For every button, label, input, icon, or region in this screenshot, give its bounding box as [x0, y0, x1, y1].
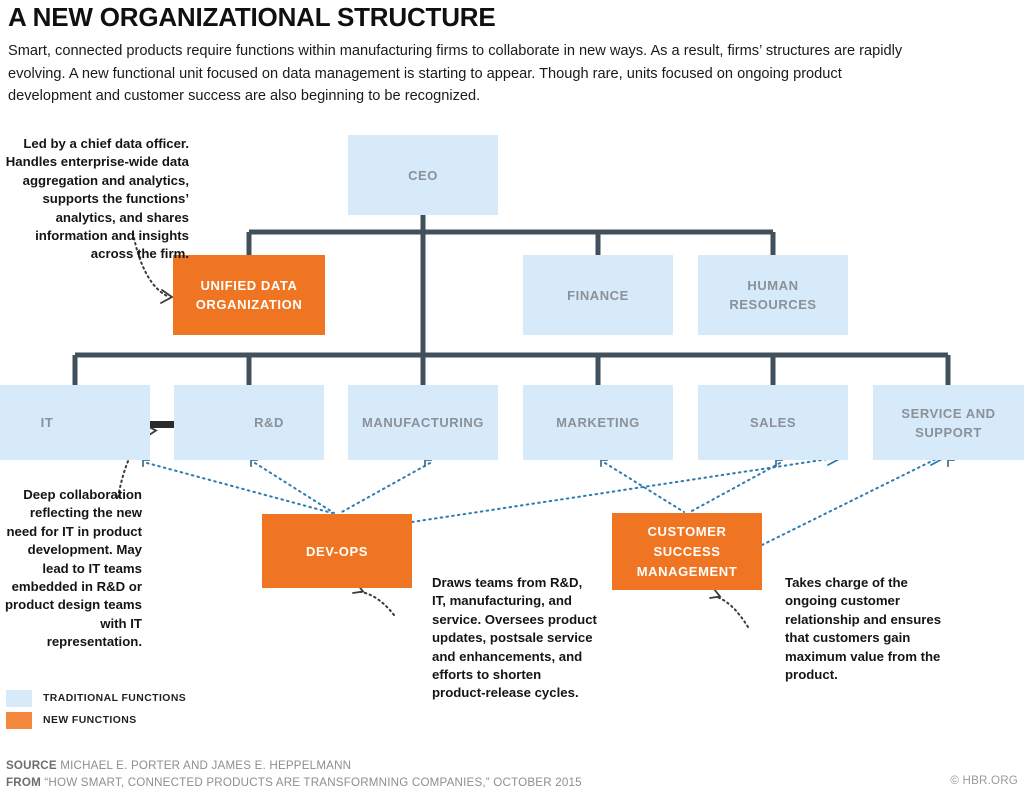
node-label: CUSTOMER SUCCESS MANAGEMENT [636, 523, 738, 579]
node-service-and-support[interactable]: SERVICE AND SUPPORT [873, 385, 1024, 460]
footer-source-value: MICHAEL E. PORTER AND JAMES E. HEPPELMAN… [60, 759, 352, 772]
legend: TRADITIONAL FUNCTIONS NEW FUNCTIONS [6, 690, 186, 734]
node-unified-data-organization[interactable]: UNIFIED DATA ORGANIZATION [173, 255, 325, 335]
node-label: DEV-OPS [306, 543, 368, 559]
legend-label-traditional: TRADITIONAL FUNCTIONS [43, 693, 187, 704]
node-human-resources[interactable]: HUMAN RESOURCES [698, 255, 848, 335]
node-label: UNIFIED DATA ORGANIZATION [195, 278, 303, 312]
node-label: SERVICE AND SUPPORT [901, 405, 996, 440]
legend-swatch-traditional-icon [6, 690, 32, 707]
solid-connectors [72, 215, 951, 385]
annotation-customer-success-management: Takes charge of the ongoing customer rel… [785, 575, 942, 683]
footer-from-value: “HOW SMART, CONNECTED PRODUCTS ARE TRANS… [44, 776, 582, 789]
footer-copyright: © HBR.ORG [950, 774, 1018, 787]
footer-from-line: FROM “HOW SMART, CONNECTED PRODUCTS ARE … [6, 774, 1018, 791]
node-label: MANUFACTURING [362, 415, 484, 430]
footer: SOURCE MICHAEL E. PORTER AND JAMES E. HE… [6, 757, 1018, 791]
node-label: HUMAN RESOURCES [729, 278, 817, 312]
node-customer-success-management[interactable]: CUSTOMER SUCCESS MANAGEMENT [612, 513, 762, 590]
footer-from-label: FROM [6, 776, 41, 789]
node-label: IT [40, 415, 54, 430]
legend-item-traditional: TRADITIONAL FUNCTIONS [6, 690, 186, 707]
dotted-connectors [146, 457, 939, 546]
node-label: CEO [408, 167, 438, 183]
node-it[interactable]: IT [0, 385, 150, 460]
legend-swatch-new-icon [6, 712, 32, 729]
node-sales[interactable]: SALES [698, 385, 848, 460]
annotation-it: Deep collaboration reflecting the new ne… [4, 487, 142, 650]
legend-item-new: NEW FUNCTIONS [6, 712, 186, 729]
node-dev-ops[interactable]: DEV-OPS [262, 514, 412, 588]
corner-ticks [142, 459, 955, 467]
footer-source-line: SOURCE MICHAEL E. PORTER AND JAMES E. HE… [6, 757, 1018, 774]
node-manufacturing[interactable]: MANUFACTURING [348, 385, 498, 460]
node-finance[interactable]: FINANCE [523, 255, 673, 335]
node-label: MARKETING [556, 415, 640, 430]
node-label: R&D [254, 415, 284, 430]
node-ceo[interactable]: CEO [348, 135, 498, 215]
intro-paragraph: Smart, connected products require functi… [8, 43, 903, 104]
legend-label-new: NEW FUNCTIONS [43, 715, 137, 726]
annotation-dev-ops: Draws teams from R&D, IT, manufacturing,… [432, 575, 597, 701]
footer-source-label: SOURCE [6, 759, 57, 772]
node-rnd[interactable]: R&D [174, 385, 324, 460]
node-marketing[interactable]: MARKETING [523, 385, 673, 460]
page-title: A NEW ORGANIZATIONAL STRUCTURE [8, 2, 496, 32]
node-label: FINANCE [567, 287, 629, 303]
annotation-unified-data-organization: Led by a chief data officer. Handles ent… [5, 136, 189, 262]
node-label: SALES [749, 415, 797, 430]
